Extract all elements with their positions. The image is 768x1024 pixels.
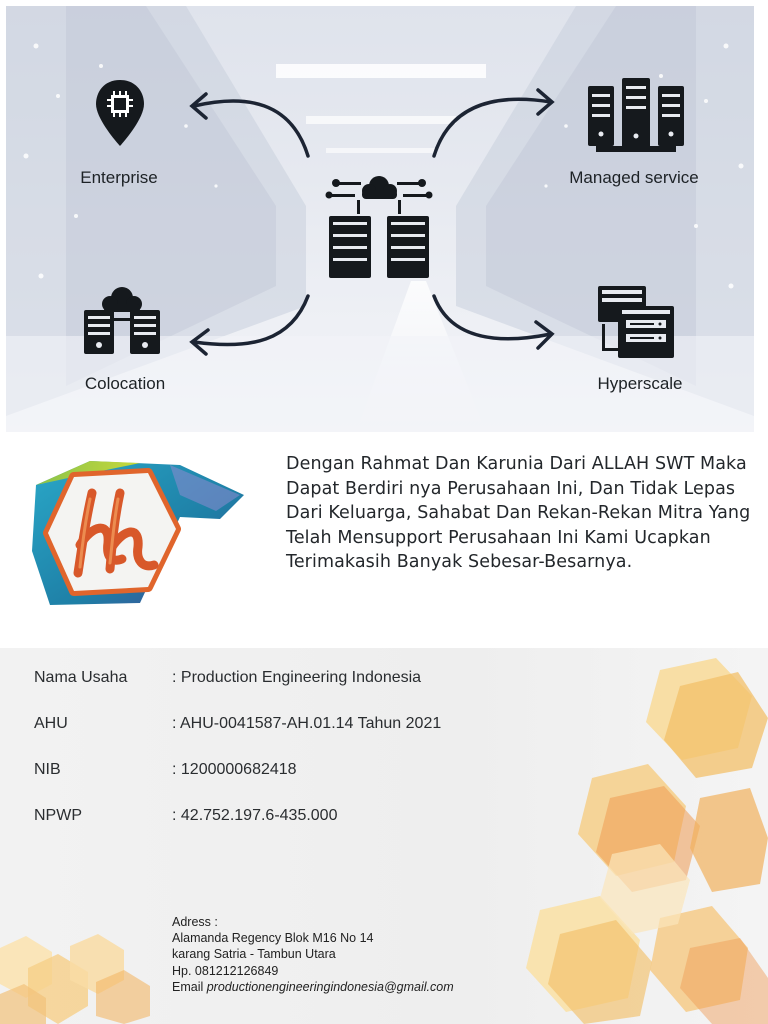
node-label-colocation: Colocation xyxy=(84,374,166,393)
server-windows-icon xyxy=(598,286,674,358)
address-heading: Adress : xyxy=(172,915,218,929)
info-value: : 1200000682418 xyxy=(172,761,297,778)
email-address[interactable]: productionengineeringindonesia@gmail.com xyxy=(206,979,454,994)
hexagon-decoration xyxy=(0,658,768,1024)
address-phone: Hp. 081212126849 xyxy=(172,963,279,978)
address-email-line: Email productionengineeringindonesia@gma… xyxy=(172,979,454,995)
company-info-section: Nama Usaha : Production Engineering Indo… xyxy=(0,648,768,1024)
acknowledgement-paragraph: Dengan Rahmat Dan Karunia Dari ALLAH SWT… xyxy=(286,454,751,573)
info-label: Nama Usaha xyxy=(34,669,128,686)
info-value: : 42.752.197.6-435.000 xyxy=(172,807,338,824)
address-line-1: Alamanda Regency Blok M16 No 14 xyxy=(172,931,374,946)
info-label: NPWP xyxy=(34,807,82,824)
cloud-data-center-icon xyxy=(325,176,433,278)
node-label-managed-service: Managed service xyxy=(569,168,699,187)
info-value: : AHU-0041587-AH.01.14 Tahun 2021 xyxy=(172,715,442,732)
info-label: NIB xyxy=(34,761,61,778)
info-value: : Production Engineering Indonesia xyxy=(172,669,422,686)
address-block: Adress : Alamanda Regency Blok M16 No 14… xyxy=(172,914,454,995)
node-label-enterprise: Enterprise xyxy=(80,168,158,187)
company-logo-icon xyxy=(32,461,244,605)
hero-banner: Enterprise Managed service xyxy=(6,6,754,432)
address-line-2: karang Satria - Tambun Utara xyxy=(172,947,336,962)
cloud-servers-icon xyxy=(84,287,160,354)
email-label: Email xyxy=(172,979,207,994)
location-chip-icon xyxy=(96,80,144,146)
node-label-hyperscale: Hyperscale xyxy=(597,374,683,393)
server-rack-icon xyxy=(588,78,684,152)
info-label: AHU xyxy=(34,715,68,732)
